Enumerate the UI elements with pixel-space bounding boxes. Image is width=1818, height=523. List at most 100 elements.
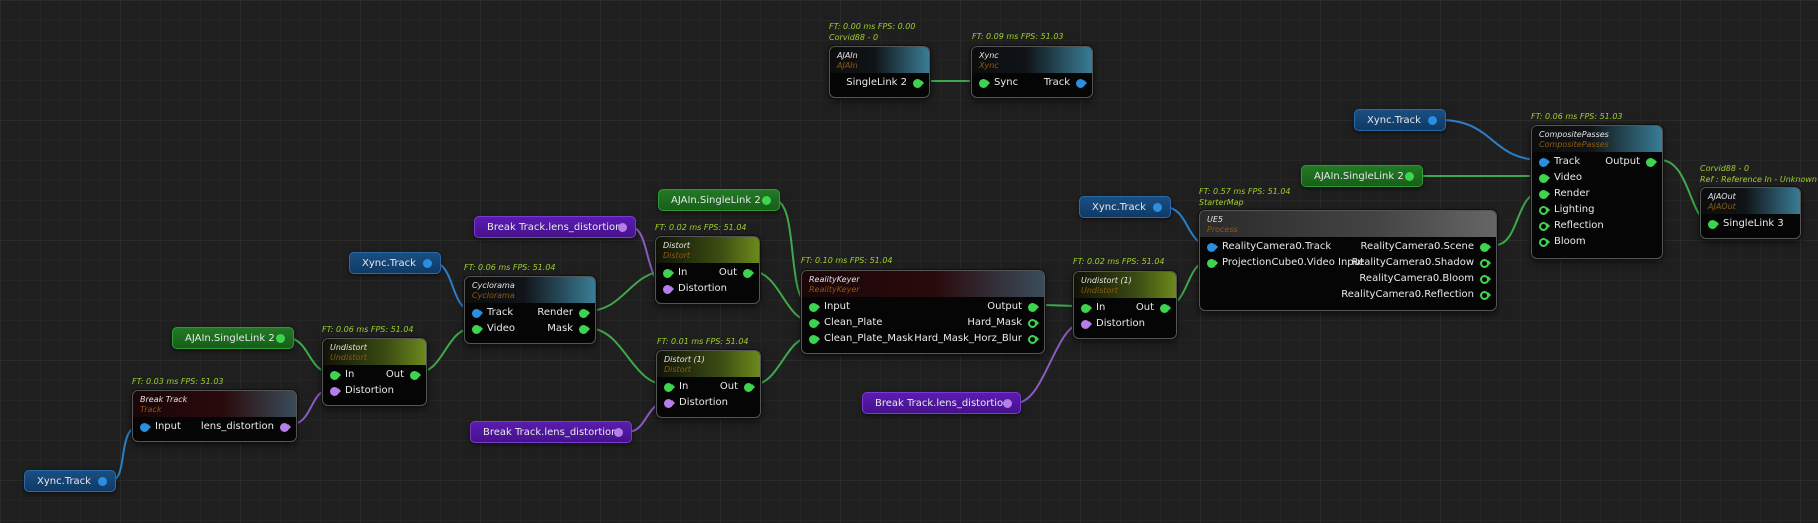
- pill-break-lens-distortion[interactable]: Break Track.lens_distortion: [862, 392, 1021, 414]
- pill-xync-track[interactable]: Xync.Track: [1354, 109, 1446, 131]
- port-label: RealityCamera0.Bloom: [1359, 272, 1474, 286]
- port-label: SingleLink 2: [846, 76, 907, 90]
- port-out-icon[interactable]: [614, 428, 623, 437]
- port-out-icon[interactable]: [423, 259, 432, 268]
- node-cyclorama[interactable]: Cyclorama Cyclorama Track Video Render M…: [464, 276, 596, 344]
- port-in-icon[interactable]: [1539, 190, 1548, 199]
- pill-ajain-singlelink[interactable]: AJAIn.SingleLink 2: [658, 189, 780, 211]
- port-in-icon[interactable]: [664, 399, 673, 408]
- port-in-icon[interactable]: [1081, 304, 1090, 313]
- port-out-icon[interactable]: [1160, 304, 1169, 313]
- node-distort-1[interactable]: Distort (1) Distort In Distortion Out: [656, 350, 761, 418]
- node-header[interactable]: UE5 Process: [1200, 211, 1496, 237]
- node-header[interactable]: RealityKeyer RealityKeyer: [802, 271, 1044, 297]
- port-label: lens_distortion: [201, 420, 274, 434]
- node-header[interactable]: Undistort Undistort: [323, 339, 426, 365]
- port-in-icon[interactable]: [330, 387, 339, 396]
- pill-label: Break Track.lens_distortion: [875, 398, 1009, 409]
- port-out-icon[interactable]: [1480, 259, 1489, 268]
- port-in-icon[interactable]: [1539, 158, 1548, 167]
- port-label: Video: [1554, 171, 1582, 185]
- port-out-icon[interactable]: [1003, 399, 1012, 408]
- port-in-icon[interactable]: [809, 335, 818, 344]
- port-out-icon[interactable]: [276, 334, 285, 343]
- node-xync[interactable]: Xync Xync Sync Track: [971, 46, 1093, 98]
- port-out-icon[interactable]: [762, 196, 771, 205]
- pill-break-lens-distortion[interactable]: Break Track.lens_distortion: [474, 216, 636, 238]
- port-label: Distortion: [345, 384, 394, 398]
- port-out-icon[interactable]: [744, 383, 753, 392]
- node-header[interactable]: AJAIn AJAIn: [830, 47, 929, 73]
- port-out-icon[interactable]: [743, 269, 752, 278]
- port-in-icon[interactable]: [809, 319, 818, 328]
- node-title: RealityKeyer: [809, 275, 1044, 285]
- port-in-icon[interactable]: [664, 383, 673, 392]
- port-in-icon[interactable]: [140, 423, 149, 432]
- port-out-icon[interactable]: [1028, 319, 1037, 328]
- port-in-icon[interactable]: [472, 309, 481, 318]
- pill-label: Xync.Track: [1367, 115, 1421, 126]
- port-out-icon[interactable]: [1028, 303, 1037, 312]
- port-out-icon[interactable]: [579, 309, 588, 318]
- port-out-icon[interactable]: [913, 79, 922, 88]
- node-header[interactable]: Break Track Track: [133, 391, 296, 417]
- node-distort[interactable]: Distort Distort In Distortion Out: [655, 236, 760, 304]
- port-in-icon[interactable]: [1708, 220, 1717, 229]
- port-in-icon[interactable]: [1539, 222, 1548, 231]
- node-reality-keyer[interactable]: RealityKeyer RealityKeyer Input Clean_Pl…: [801, 270, 1045, 354]
- port-out-icon[interactable]: [618, 223, 627, 232]
- node-undistort-1[interactable]: Undistort (1) Undistort In Distortion Ou…: [1073, 271, 1177, 339]
- port-out-icon[interactable]: [410, 371, 419, 380]
- composite-stats: FT: 0.06 ms FPS: 51.03: [1531, 111, 1623, 122]
- port-out-icon[interactable]: [1428, 116, 1437, 125]
- port-out-icon[interactable]: [1028, 335, 1037, 344]
- port-in-icon[interactable]: [1207, 243, 1216, 252]
- pill-ajain-singlelink[interactable]: AJAIn.SingleLink 2: [1301, 165, 1423, 187]
- node-ue5[interactable]: UE5 Process RealityCamera0.Track Project…: [1199, 210, 1497, 311]
- port-in-icon[interactable]: [472, 325, 481, 334]
- node-title: AJAIn: [837, 51, 929, 61]
- pill-xync-track[interactable]: Xync.Track: [24, 470, 116, 492]
- pill-xync-track[interactable]: Xync.Track: [1079, 196, 1171, 218]
- port-out-icon[interactable]: [579, 325, 588, 334]
- port-out-icon[interactable]: [1480, 243, 1489, 252]
- pill-xync-track[interactable]: Xync.Track: [349, 252, 441, 274]
- port-out-icon[interactable]: [1646, 158, 1655, 167]
- port-out-icon[interactable]: [280, 423, 289, 432]
- node-undistort[interactable]: Undistort Undistort In Distortion Out: [322, 338, 427, 406]
- port-out-icon[interactable]: [1076, 79, 1085, 88]
- node-break-track[interactable]: Break Track Track Input lens_distortion: [132, 390, 297, 442]
- node-subtitle: Distort: [664, 365, 760, 375]
- node-header[interactable]: Cyclorama Cyclorama: [465, 277, 595, 303]
- port-in-icon[interactable]: [663, 269, 672, 278]
- port-label: SingleLink 3: [1723, 217, 1784, 231]
- port-in-icon[interactable]: [1539, 174, 1548, 183]
- node-ajaout[interactable]: AJAOut AJAOut SingleLink 3: [1700, 187, 1801, 239]
- port-out-icon[interactable]: [1480, 291, 1489, 300]
- port-out-icon[interactable]: [1153, 203, 1162, 212]
- port-out-icon[interactable]: [98, 477, 107, 486]
- node-header[interactable]: AJAOut AJAOut: [1701, 188, 1800, 214]
- port-in-icon[interactable]: [979, 79, 988, 88]
- port-in-icon[interactable]: [330, 371, 339, 380]
- node-header[interactable]: Distort (1) Distort: [657, 351, 760, 377]
- pill-ajain-singlelink[interactable]: AJAIn.SingleLink 2: [172, 327, 294, 349]
- port-out-icon[interactable]: [1480, 275, 1489, 284]
- port-in-icon[interactable]: [663, 285, 672, 294]
- port-in-icon[interactable]: [1081, 320, 1090, 329]
- node-header[interactable]: Undistort (1) Undistort: [1074, 272, 1176, 298]
- port-in-icon[interactable]: [809, 303, 818, 312]
- node-header[interactable]: Distort Distort: [656, 237, 759, 263]
- port-label: Hard_Mask: [967, 316, 1022, 330]
- port-out-icon[interactable]: [1405, 172, 1414, 181]
- port-in-icon[interactable]: [1539, 238, 1548, 247]
- pill-break-lens-distortion[interactable]: Break Track.lens_distortion: [470, 421, 632, 443]
- node-ajain[interactable]: AJAIn AJAIn SingleLink 2: [829, 46, 930, 98]
- port-in-icon[interactable]: [1539, 206, 1548, 215]
- port-in-icon[interactable]: [1207, 259, 1216, 268]
- pill-label: Xync.Track: [37, 476, 91, 487]
- node-header[interactable]: CompositePasses CompositePasses: [1532, 126, 1662, 152]
- node-header[interactable]: Xync Xync: [972, 47, 1092, 73]
- node-composite-passes[interactable]: CompositePasses CompositePasses Track Vi…: [1531, 125, 1663, 259]
